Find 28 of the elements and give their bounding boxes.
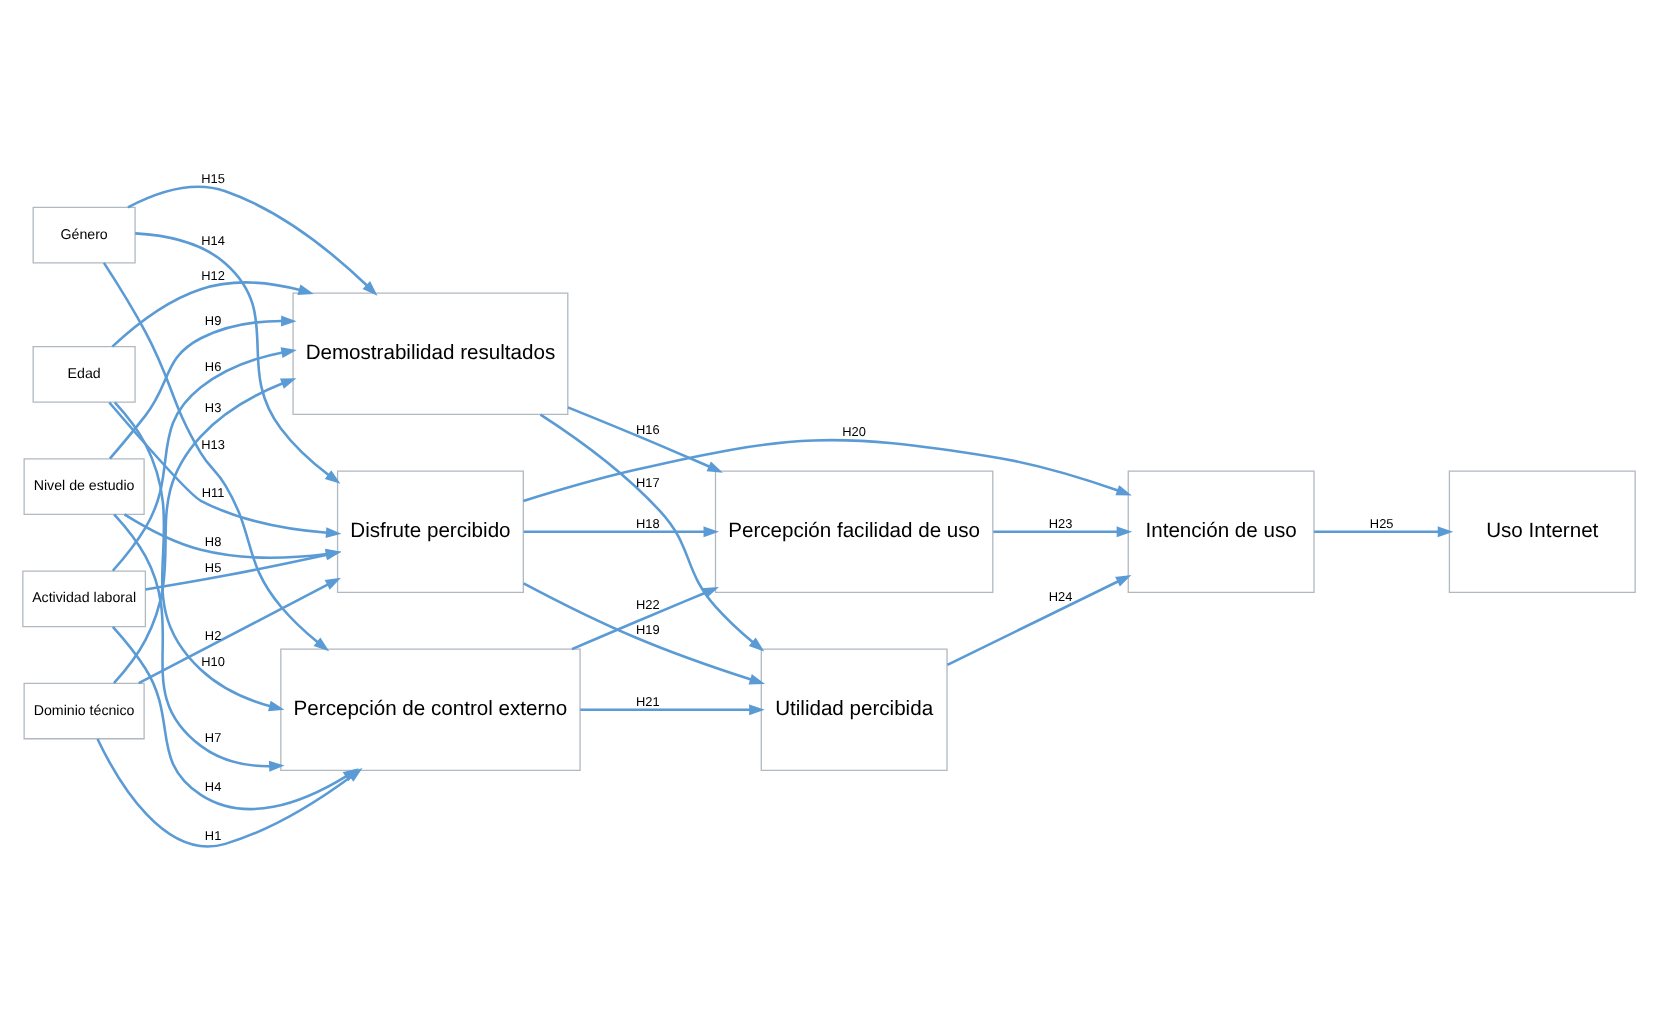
arrow — [111, 280, 314, 347]
arrow — [571, 586, 719, 650]
arrow — [127, 184, 378, 295]
node-box: Percepción facilidad de uso — [714, 469, 994, 592]
arrow — [580, 703, 765, 715]
arrow — [102, 261, 330, 651]
node-box: Percepción de control externo — [280, 647, 581, 770]
arrow — [993, 525, 1133, 537]
arrow — [135, 231, 341, 483]
arrow — [539, 412, 765, 651]
arrow — [522, 437, 1132, 502]
arrow — [113, 400, 285, 711]
node-box: Utilidad percibida — [760, 647, 948, 770]
arrow — [111, 346, 297, 571]
arrow — [523, 581, 765, 684]
node-box: Demostrabilidad resultados — [292, 291, 569, 414]
arrow — [108, 314, 297, 459]
arrow — [108, 400, 342, 538]
node-box: Intención de uso — [1127, 469, 1315, 592]
arrow — [113, 512, 285, 771]
arrow — [567, 405, 723, 472]
arrow — [138, 576, 341, 684]
arrow — [523, 525, 720, 537]
arrow — [1314, 525, 1454, 537]
node-box: Disfrute percibido — [336, 469, 524, 592]
node-box: Uso Internet — [1448, 469, 1636, 592]
arrow — [112, 377, 297, 683]
arrow — [946, 573, 1132, 665]
